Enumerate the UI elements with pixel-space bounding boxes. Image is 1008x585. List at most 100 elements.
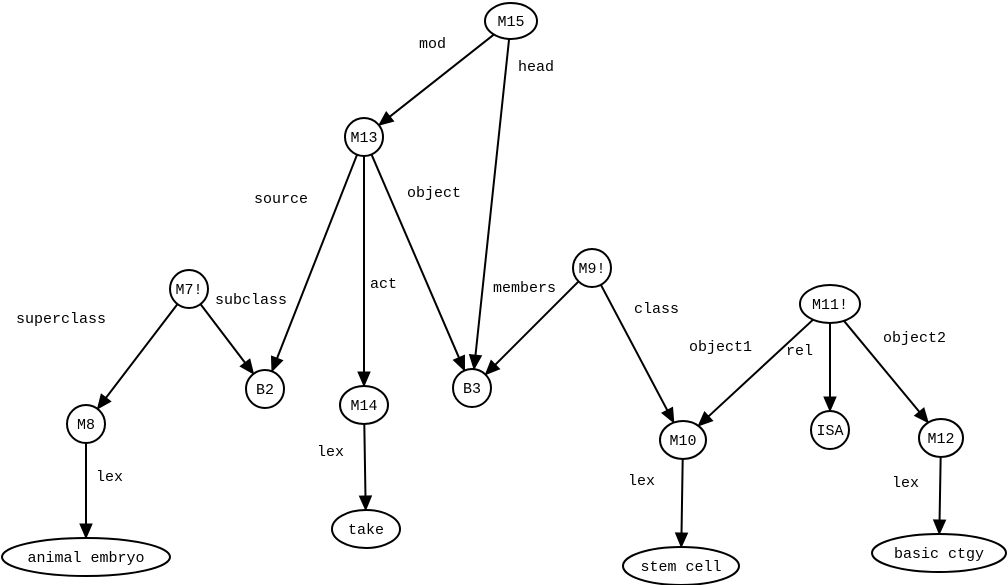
node-b3[interactable]: B3 xyxy=(452,368,492,408)
node-isa[interactable]: ISA xyxy=(810,410,850,450)
edge-m11-asserted-m12: object2 xyxy=(843,320,946,424)
node-ellipse xyxy=(871,533,1007,573)
edge-line xyxy=(680,458,684,534)
edge-line xyxy=(707,318,814,418)
node-b2[interactable]: B2 xyxy=(245,369,285,409)
node-label: M9! xyxy=(578,261,605,278)
arrowhead-icon xyxy=(932,519,947,536)
node-ellipse xyxy=(452,368,492,408)
arrowhead-icon xyxy=(452,354,465,372)
node-m11-asserted[interactable]: M11! xyxy=(799,284,861,324)
node-ellipse xyxy=(245,369,285,409)
node-m10[interactable]: M10 xyxy=(659,420,707,460)
node-ellipse xyxy=(572,248,612,288)
node-label: B2 xyxy=(256,382,274,399)
node-basic-ctgy[interactable]: basic ctgy xyxy=(871,533,1007,573)
edge-m15-b3: head xyxy=(468,38,554,371)
node-ellipse xyxy=(659,420,707,460)
edge-line xyxy=(276,154,358,359)
arrowhead-icon xyxy=(79,523,93,540)
edge-line xyxy=(370,154,460,359)
arrowhead-icon xyxy=(661,406,675,424)
node-ellipse xyxy=(622,546,740,585)
edge-m7-asserted-m8: superclass xyxy=(16,303,179,410)
node-label: basic ctgy xyxy=(894,546,984,563)
arrowhead-icon xyxy=(270,355,284,373)
arrowhead-icon xyxy=(674,532,689,549)
node-m7-asserted[interactable]: M7! xyxy=(169,269,209,309)
edge-m13-b2: source xyxy=(254,154,358,373)
arrowhead-icon xyxy=(468,353,483,371)
edge-label-rel: rel xyxy=(786,343,813,360)
edge-label-act: act xyxy=(370,276,397,293)
edge-label-head: head xyxy=(518,59,554,76)
edge-m9-asserted-m10: class xyxy=(600,284,679,424)
node-label: stem cell xyxy=(640,559,721,576)
edge-label-class: class xyxy=(634,301,679,318)
node-ellipse xyxy=(799,284,861,324)
node-stem-cell[interactable]: stem cell xyxy=(622,546,740,585)
node-m12[interactable]: M12 xyxy=(918,418,964,458)
edge-m12-basic-ctgy: lex xyxy=(892,456,947,536)
node-take[interactable]: take xyxy=(331,509,401,549)
node-ellipse xyxy=(1,537,171,577)
node-label: M8 xyxy=(77,417,95,434)
node-ellipse xyxy=(918,418,964,458)
edge-m9-asserted-b3: members xyxy=(484,280,580,376)
node-ellipse xyxy=(331,509,401,549)
edge-m11-asserted-isa: rel xyxy=(786,323,837,413)
node-label: take xyxy=(348,522,384,539)
edge-label-lex: lex xyxy=(892,475,919,492)
edge-label-members: members xyxy=(493,280,556,297)
node-m13[interactable]: M13 xyxy=(344,117,384,157)
node-animal-embryo[interactable]: animal embryo xyxy=(1,537,171,577)
node-label: M14 xyxy=(350,398,377,415)
node-label: ISA xyxy=(816,423,843,440)
node-ellipse xyxy=(66,404,106,444)
arrowhead-icon xyxy=(913,407,930,424)
node-ellipse xyxy=(339,385,389,425)
edge-line xyxy=(363,423,367,497)
edge-line xyxy=(938,456,942,521)
edge-m8-animal-embryo: lex xyxy=(79,443,123,540)
edge-m15-m13: mod xyxy=(377,33,495,127)
edge-label-source: source xyxy=(254,191,308,208)
edge-m13-b3: object xyxy=(370,154,465,372)
node-label: M11! xyxy=(812,297,848,314)
edge-m13-m14: act xyxy=(357,156,397,388)
edge-line xyxy=(389,33,495,118)
node-label: M15 xyxy=(497,14,524,31)
node-m14[interactable]: M14 xyxy=(339,385,389,425)
arrowhead-icon xyxy=(96,393,112,410)
node-ellipse xyxy=(810,410,850,450)
node-m9-asserted[interactable]: M9! xyxy=(572,248,612,288)
node-ellipse xyxy=(344,117,384,157)
edge-label-lex: lex xyxy=(317,444,344,461)
node-ellipse xyxy=(484,2,538,40)
edge-label-object2: object2 xyxy=(883,330,946,347)
edge-label-lex: lex xyxy=(96,469,123,486)
edge-m10-stem-cell: lex xyxy=(628,458,689,549)
edge-label-lex: lex xyxy=(628,473,655,490)
edge-label-object1: object1 xyxy=(689,339,752,356)
node-label: M13 xyxy=(350,130,377,147)
node-label: animal embryo xyxy=(27,550,144,567)
edge-label-mod: mod xyxy=(419,36,446,53)
node-m15[interactable]: M15 xyxy=(484,2,538,40)
node-m8[interactable]: M8 xyxy=(66,404,106,444)
edges-layer: modheadsourceactobjectsuperclasssubclass… xyxy=(16,33,947,549)
node-label: M12 xyxy=(927,431,954,448)
edge-label-superclass: superclass xyxy=(16,311,106,328)
arrowhead-icon xyxy=(377,110,395,127)
edge-line xyxy=(105,303,179,399)
edge-m11-asserted-m10: object1 xyxy=(689,318,814,427)
node-ellipse xyxy=(169,269,209,309)
arrowhead-icon xyxy=(823,396,837,413)
edge-line xyxy=(494,280,580,366)
edge-line xyxy=(843,320,921,413)
node-label: M10 xyxy=(669,433,696,450)
edge-line xyxy=(199,303,246,364)
arrowhead-icon xyxy=(357,371,371,388)
